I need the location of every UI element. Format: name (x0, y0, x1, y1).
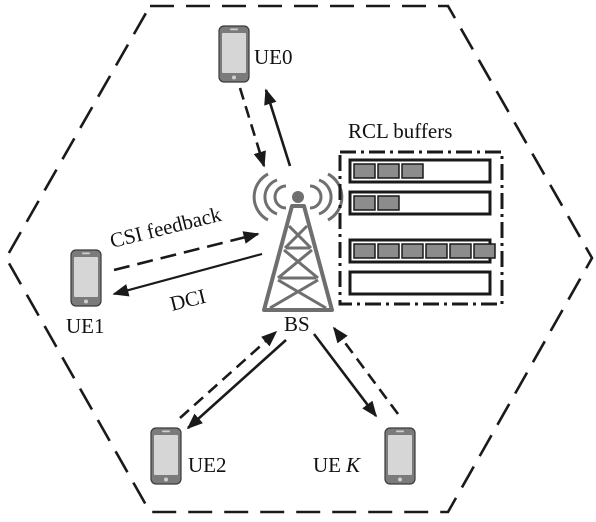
bs-label: BS (284, 312, 310, 336)
buffer-segment (377, 195, 400, 211)
buffers-title: RCL buffers (348, 119, 452, 143)
csi-feedback-label: CSI feedback (107, 202, 224, 253)
buffer-row-3 (348, 270, 492, 296)
ue2-phone-icon (150, 427, 182, 485)
ue1-label: UE1 (66, 314, 105, 338)
buffer-rows (348, 158, 496, 296)
buffer-segment (353, 163, 376, 179)
buffer-segment (353, 195, 376, 211)
buffer-segment (377, 163, 400, 179)
ue0-phone-icon (218, 25, 250, 83)
buffer-segment (377, 243, 400, 259)
ue2-label: UE2 (188, 453, 227, 477)
ue0-downlink-arrow (264, 88, 292, 167)
buffer-segment (353, 243, 376, 259)
buffer-segment (401, 163, 424, 179)
uek-downlink-arrow (312, 333, 378, 418)
ue0-label: UE0 (254, 45, 293, 69)
ue2-downlink-arrow (186, 339, 287, 430)
ue1-phone-icon (70, 249, 102, 307)
dci-label: DCI (167, 284, 208, 316)
buffers-box (338, 150, 504, 306)
uek-phone-icon (384, 427, 416, 485)
csi-feedback-arrow (113, 231, 260, 272)
dci-arrow (112, 252, 263, 297)
cell-hexagon (4, 4, 594, 514)
ue2-uplink-arrow (179, 330, 278, 419)
ue0-uplink-arrow (238, 87, 266, 168)
base-station-tower-icon (252, 172, 344, 312)
buffer-segment (473, 243, 496, 259)
buffer-segment (449, 243, 472, 259)
buffer-segment (401, 243, 424, 259)
buffer-segment (425, 243, 448, 259)
